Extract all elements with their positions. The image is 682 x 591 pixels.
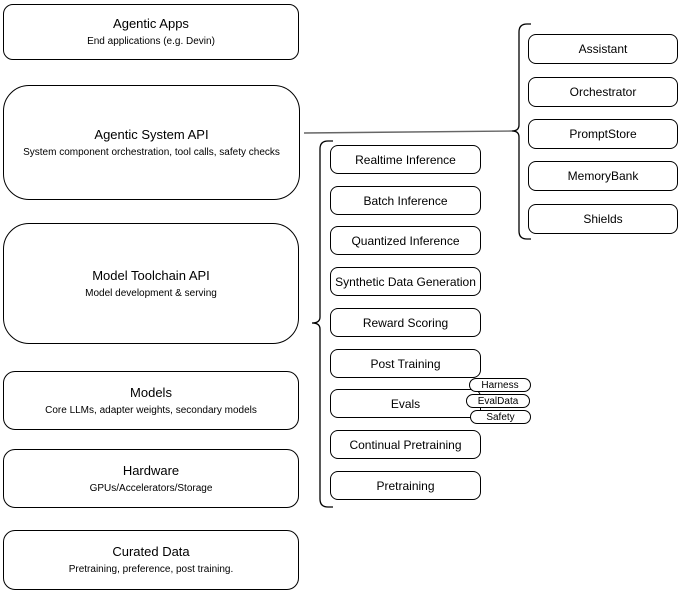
node-subtitle: Core LLMs, adapter weights, secondary mo… (45, 404, 257, 416)
node-title: Curated Data (112, 544, 190, 559)
node-agentic-system-api: Agentic System API System component orch… (3, 85, 300, 200)
node-subtitle: End applications (e.g. Devin) (87, 36, 215, 47)
node-orchestrator: Orchestrator (528, 77, 678, 107)
node-assistant: Assistant (528, 34, 678, 64)
node-promptstore: PromptStore (528, 119, 678, 149)
node-memorybank: MemoryBank (528, 161, 678, 191)
node-shields: Shields (528, 204, 678, 234)
node-title: Model Toolchain API (92, 267, 210, 283)
node-subtitle: GPUs/Accelerators/Storage (89, 482, 213, 494)
node-model-toolchain-api: Model Toolchain API Model development & … (3, 223, 299, 344)
node-subtitle: Model development & serving (85, 287, 217, 299)
node-title: Agentic System API (94, 126, 209, 142)
api-to-system-connector-line (303, 130, 513, 134)
node-subtitle: Pretraining, preference, post training. (68, 564, 234, 575)
tag-safety: Safety (470, 410, 531, 424)
node-agentic-apps: Agentic Apps End applications (e.g. Devi… (3, 4, 299, 60)
node-subtitle: System component orchestration, tool cal… (23, 146, 280, 158)
node-title: Agentic Apps (113, 16, 189, 31)
node-realtime-inference: Realtime Inference (330, 145, 481, 174)
node-evals: Evals (330, 389, 481, 418)
tag-evaldata: EvalData (466, 394, 530, 408)
node-quantized-inference: Quantized Inference (330, 226, 481, 255)
node-title: Models (130, 384, 172, 400)
node-pretraining: Pretraining (330, 471, 481, 500)
node-curated-data: Curated Data Pretraining, preference, po… (3, 530, 299, 590)
node-batch-inference: Batch Inference (330, 186, 481, 215)
node-synthetic-data-generation: Synthetic Data Generation (330, 267, 481, 296)
node-reward-scoring: Reward Scoring (330, 308, 481, 337)
node-models: Models Core LLMs, adapter weights, secon… (3, 371, 299, 430)
tag-harness: Harness (469, 378, 531, 392)
node-continual-pretraining: Continual Pretraining (330, 430, 481, 459)
node-title: Hardware (122, 462, 180, 478)
node-post-training: Post Training (330, 349, 481, 378)
node-hardware: Hardware GPUs/Accelerators/Storage (3, 449, 299, 508)
